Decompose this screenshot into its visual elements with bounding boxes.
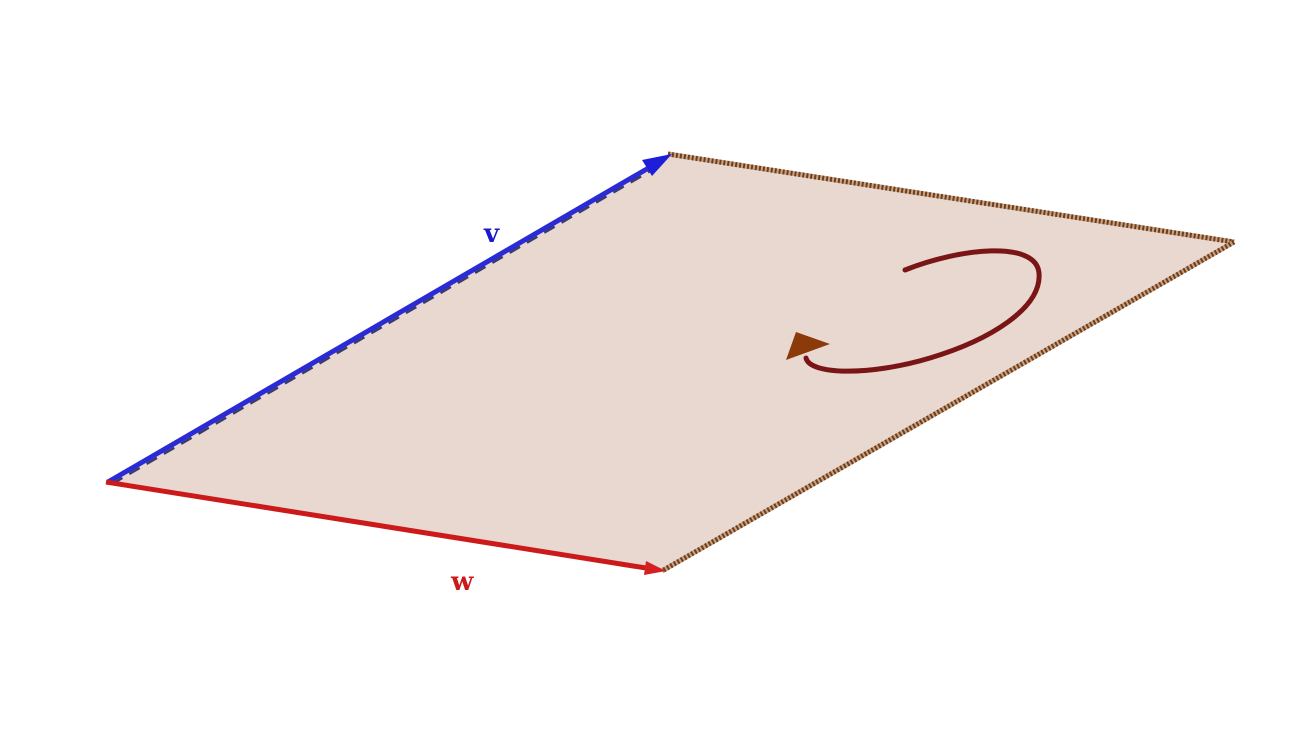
- vector-v-label: v: [483, 219, 500, 249]
- vector-v-dash-overlay: [111, 168, 653, 486]
- vector-v-arrowhead: [642, 154, 672, 176]
- rotation-arrow-arc: [803, 248, 1042, 374]
- rotation-arrow-head: [786, 332, 830, 360]
- vector-w-label: w: [450, 567, 474, 597]
- vector-v-shaft: [106, 163, 654, 485]
- vector-v: [106, 154, 672, 486]
- rotation-arrow: [786, 248, 1042, 374]
- vector-w-shaft: [105, 479, 647, 571]
- vector-w-arrowhead: [644, 561, 666, 575]
- vector-w: [105, 479, 666, 575]
- parallelogram-far-edges: [660, 151, 1236, 574]
